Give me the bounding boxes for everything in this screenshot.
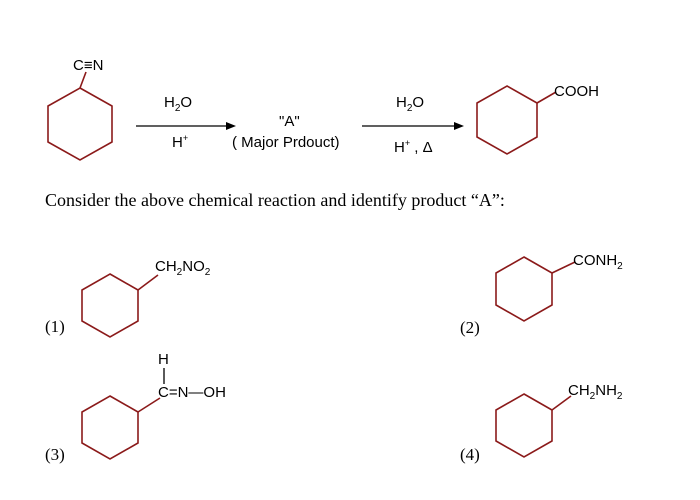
option-1-ring	[81, 273, 139, 338]
reactant-structure: C≡N	[47, 57, 113, 161]
option-2[interactable]: (2) CONH2	[460, 252, 623, 337]
option-4-ring	[495, 393, 553, 458]
option-1-group: CH2NO2	[155, 258, 211, 278]
reactant-label: C≡N	[73, 57, 103, 74]
option-3-group: C=N—OH	[158, 384, 226, 401]
step1-reagent-top: H2O	[164, 94, 192, 114]
option-4-group: CH2NH2	[568, 382, 623, 402]
product-ring	[476, 85, 538, 155]
step1-reagent-bottom: H+	[172, 133, 188, 151]
option-2-group: CONH2	[573, 252, 623, 272]
product-structure: COOH	[476, 83, 599, 155]
option-1-number: (1)	[45, 317, 65, 336]
step2-arrowhead	[454, 122, 464, 130]
intermediate-note: ( Major Prdouct)	[232, 134, 340, 151]
option-2-number: (2)	[460, 318, 480, 337]
option-3[interactable]: (3) H C=N—OH	[45, 351, 226, 464]
reactant-ring	[47, 87, 113, 161]
step1-arrowhead	[226, 122, 236, 130]
option-2-ring	[495, 256, 553, 322]
step2-reagent-bottom: H+ , Δ	[394, 138, 433, 156]
option-3-ring	[81, 395, 139, 460]
option-3-number: (3)	[45, 445, 65, 464]
option-3-group-top: H	[158, 351, 169, 368]
product-label: COOH	[554, 83, 599, 100]
option-1[interactable]: (1) CH2NO2	[45, 258, 211, 338]
option-4[interactable]: (4) CH2NH2	[460, 382, 623, 464]
intermediate-name: "A"	[279, 113, 300, 130]
option-4-number: (4)	[460, 445, 480, 464]
step2-reagent-top: H2O	[396, 94, 424, 114]
question-text: Consider the above chemical reaction and…	[45, 190, 505, 210]
